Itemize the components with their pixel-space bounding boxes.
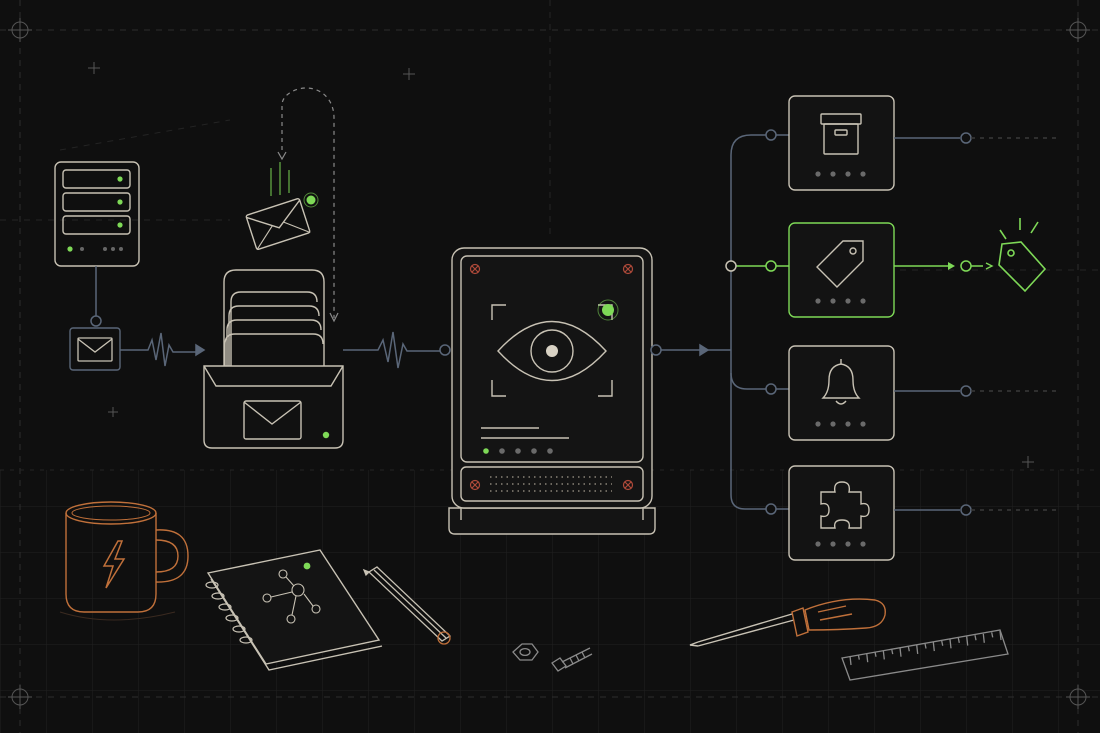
archive-box-icon: [820, 113, 862, 155]
status-dot: [845, 171, 851, 177]
status-dot: [815, 298, 821, 304]
status-dot: [860, 421, 866, 427]
output-card-archive: [788, 95, 895, 191]
progress-dot: [547, 448, 553, 454]
output-card-notify: [788, 345, 895, 441]
output-connectors: [894, 132, 1060, 516]
corner-crosshairs: [8, 18, 1090, 709]
status-dot: [830, 298, 836, 304]
output-cards: [788, 95, 895, 561]
inbox-tray-icon: [203, 269, 344, 449]
status-dot: [860, 541, 866, 547]
screw-icon: [551, 647, 593, 672]
status-dot: [845, 421, 851, 427]
status-dot: [815, 541, 821, 547]
status-dot: [830, 541, 836, 547]
progress-dots: [483, 448, 553, 454]
nut-icon: [512, 643, 539, 661]
ruler-icon: [841, 629, 1009, 681]
progress-dot: [531, 448, 537, 454]
screwdriver-icon: [689, 598, 886, 647]
status-dot: [845, 541, 851, 547]
progress-dot: [515, 448, 521, 454]
status-dot: [860, 171, 866, 177]
progress-dot: [483, 448, 489, 454]
server-rack-icon: [54, 161, 140, 267]
output-card-integration: [788, 465, 895, 561]
status-dot: [815, 421, 821, 427]
incoming-mail: [245, 87, 339, 323]
bell-icon: [821, 359, 861, 405]
puzzle-piece-icon: [820, 481, 870, 529]
branch-connectors: [650, 129, 789, 515]
notebook-icon: [205, 549, 383, 671]
status-dot: [815, 171, 821, 177]
coffee-mug-icon: [59, 501, 189, 621]
envelope-icon: [69, 266, 121, 371]
pulse-connector: [120, 332, 206, 367]
tag-icon: [985, 218, 1047, 293]
progress-dot: [499, 448, 505, 454]
tag-icon: [816, 240, 864, 288]
classifier-device: [448, 247, 656, 535]
output-card-tag: [788, 222, 895, 318]
pencil-icon: [362, 566, 452, 645]
pulse-connector: [343, 331, 451, 369]
status-dot: [860, 298, 866, 304]
status-dot: [830, 421, 836, 427]
status-dot: [830, 171, 836, 177]
status-dot: [845, 298, 851, 304]
